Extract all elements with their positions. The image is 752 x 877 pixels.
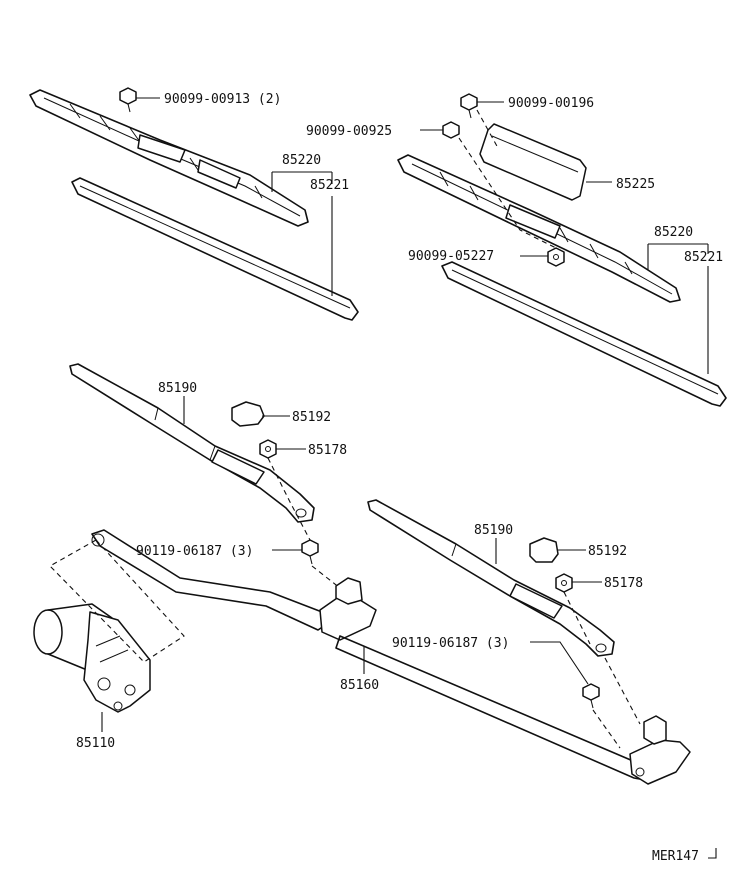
part-labels: 90099-00913 (2) 85220 85221 90099-00196 … [76, 92, 723, 864]
label-screw-right: 90099-00925 [306, 124, 392, 139]
left-wiper-arm [69, 363, 315, 523]
label-blade-right-85221: 85221 [684, 250, 723, 265]
label-nut-right-blade: 90099-05227 [408, 249, 494, 264]
right-wiper-rubber-refill [441, 261, 727, 407]
label-nut-right: 85178 [604, 576, 643, 591]
bolt-90099-00196 [460, 93, 478, 119]
right-arm-cap-85192 [529, 537, 559, 563]
screw-90099-00925 [442, 121, 460, 139]
nut-90099-05227 [547, 247, 565, 267]
label-spoiler: 85225 [616, 177, 655, 192]
label-link: 85160 [340, 678, 379, 693]
label-blade-left-85221: 85221 [310, 178, 349, 193]
label-bolt-left-top: 90099-00913 (2) [164, 92, 281, 107]
bolt-90099-00913 [119, 87, 137, 113]
label-cap-right: 85192 [588, 544, 627, 559]
wiper-link-assembly [91, 529, 691, 785]
label-bolt-right-top: 90099-00196 [508, 96, 594, 111]
blade-spoiler [479, 123, 587, 201]
assembly-guide-lines [49, 109, 641, 749]
drawing-code: MER147 [652, 849, 699, 864]
label-bolt-left-pivot: 90119-06187 (3) [136, 544, 253, 559]
leader-lines [101, 97, 717, 859]
right-arm-nut-85178 [555, 573, 573, 593]
left-wiper-blade-assembly [29, 89, 309, 227]
left-wiper-rubber-refill [71, 177, 359, 321]
label-cap-left: 85192 [292, 410, 331, 425]
label-nut-left: 85178 [308, 443, 347, 458]
label-blade-left-85220: 85220 [282, 153, 321, 168]
right-wiper-blade-assembly [397, 154, 681, 303]
left-pivot-bolt [301, 539, 319, 565]
left-arm-nut-85178 [259, 439, 277, 459]
wiper-motor [33, 603, 151, 713]
label-bolt-right-pivot: 90119-06187 (3) [392, 636, 509, 651]
label-arm-left: 85190 [158, 381, 197, 396]
right-wiper-arm [367, 499, 615, 657]
right-pivot-bolt [582, 683, 600, 709]
left-arm-cap-85192 [231, 401, 265, 427]
label-motor: 85110 [76, 736, 115, 751]
label-blade-right-85220: 85220 [654, 225, 693, 240]
label-arm-right: 85190 [474, 523, 513, 538]
